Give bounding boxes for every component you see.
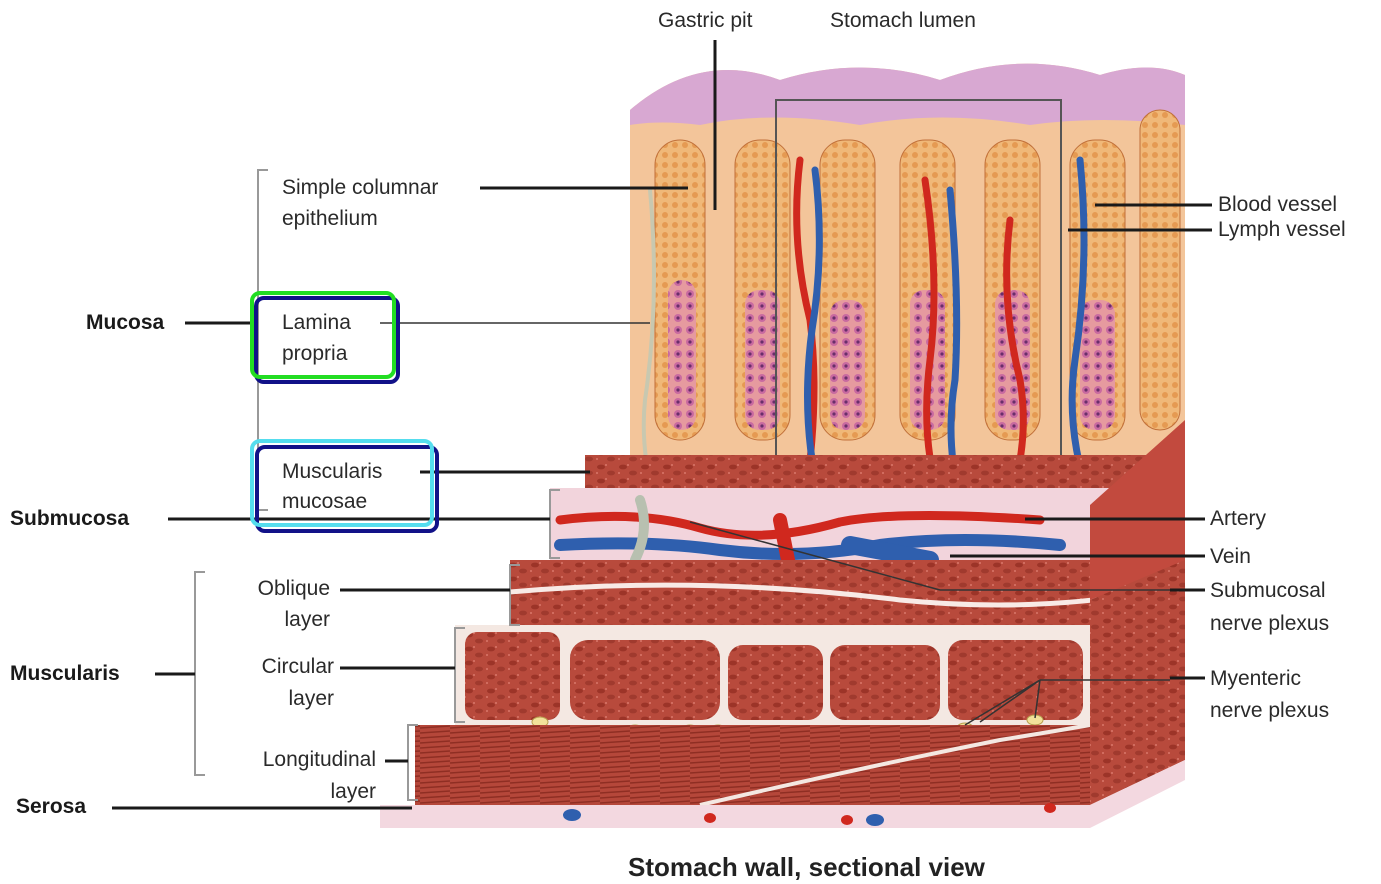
label-oblique: Oblique [210,574,330,604]
label-muscularis-mucosae-2: mucosae [282,487,367,517]
label-simple-columnar: Simple columnar [282,173,438,203]
label-myenteric: Myenteric [1210,664,1301,694]
lumen-surface [630,64,1185,125]
label-longitudinal: Longitudinal [210,745,376,775]
label-circular: Circular [210,652,334,682]
label-muscularis-mucosae-1: Muscularis [282,457,382,487]
circular-muscle-bundles [465,632,1083,720]
label-submucosal: Submucosal [1210,576,1326,606]
label-oblique-layer: layer [210,605,330,635]
label-gastric-pit: Gastric pit [658,6,753,36]
label-stomach-lumen: Stomach lumen [830,6,976,36]
label-propria: propria [282,339,347,369]
label-muscularis: Muscularis [10,659,120,689]
label-vein: Vein [1210,542,1251,572]
label-lamina: Lamina [282,308,351,338]
label-serosa: Serosa [16,792,86,822]
label-submucosa: Submucosa [10,504,129,534]
label-circular-layer: layer [210,684,334,714]
label-mucosa: Mucosa [86,308,164,338]
label-submucosal-plexus: nerve plexus [1210,609,1329,639]
label-longitudinal-layer: layer [210,777,376,807]
label-epithelium: epithelium [282,204,378,234]
label-myenteric-plexus: nerve plexus [1210,696,1329,726]
label-artery: Artery [1210,504,1266,534]
label-lymph-vessel: Lymph vessel [1218,215,1346,245]
muscularis-mucosae-band [585,455,1185,488]
figure-caption: Stomach wall, sectional view [628,852,985,883]
